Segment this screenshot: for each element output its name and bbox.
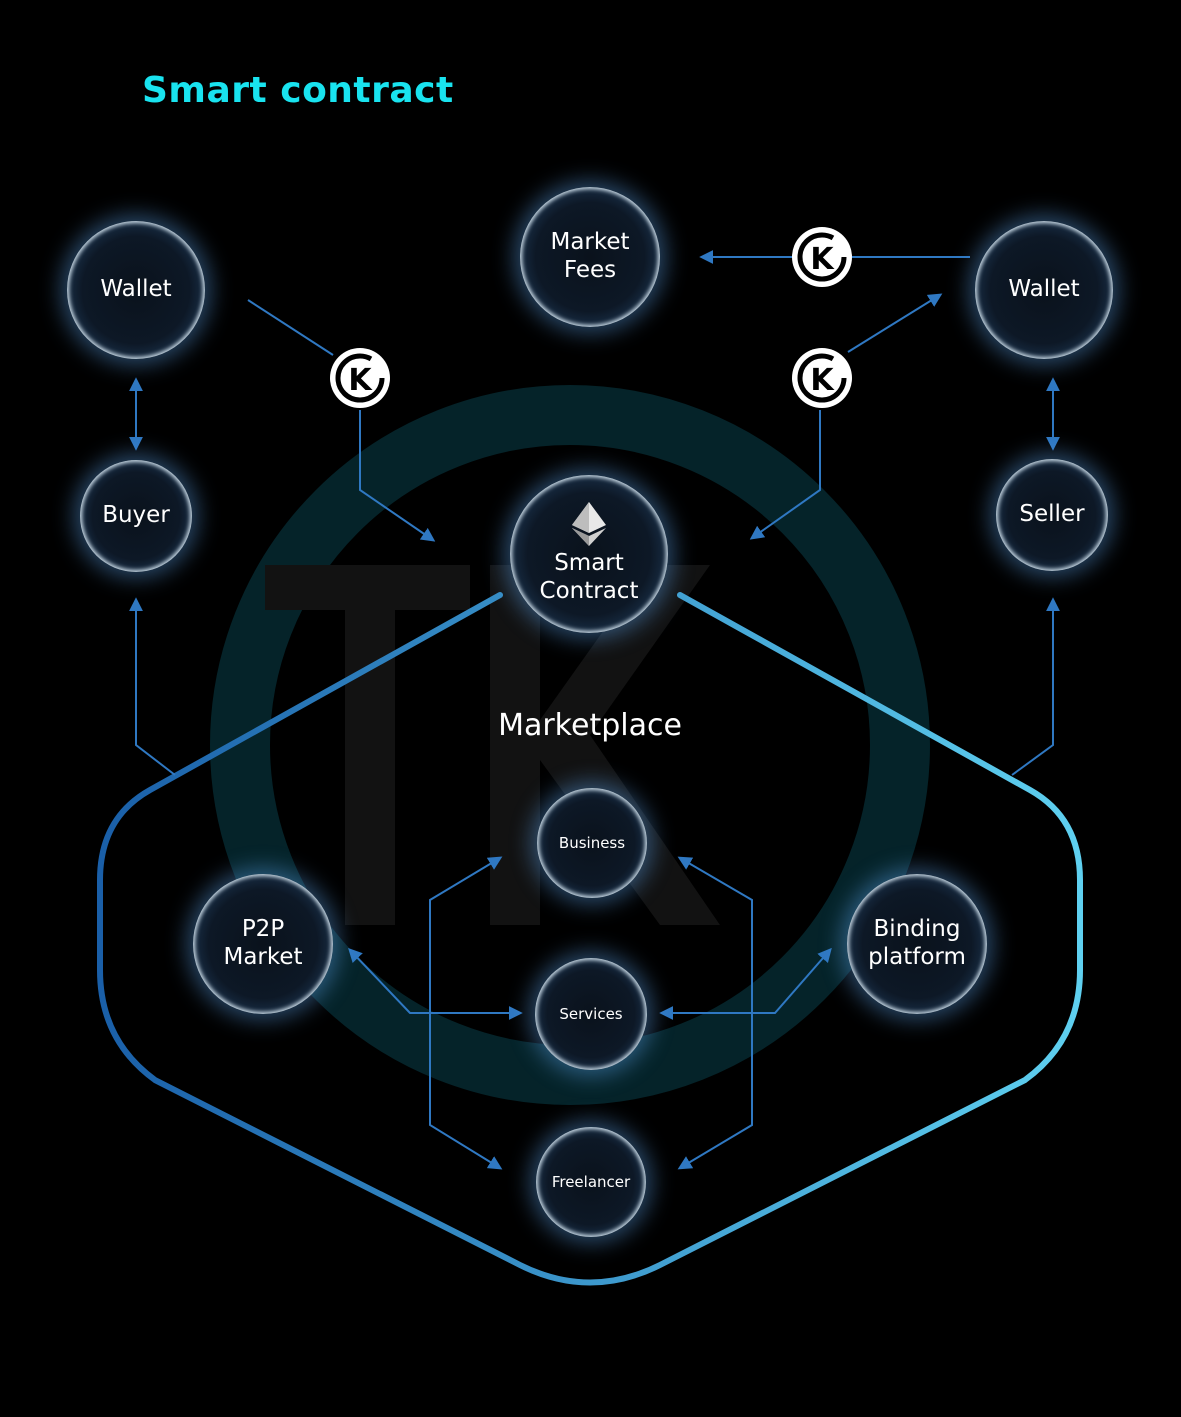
seller-node[interactable]: Seller bbox=[996, 459, 1108, 571]
node-label: Wallet bbox=[100, 276, 172, 303]
marketplace-label: Marketplace bbox=[498, 708, 682, 743]
node-label: Seller bbox=[1019, 501, 1085, 528]
smart-contract-node[interactable]: Smart Contract bbox=[510, 475, 668, 633]
marketplace-buyer-arrow bbox=[129, 597, 176, 776]
token-wallet-right-arrow bbox=[847, 293, 943, 353]
node-label: Buyer bbox=[102, 502, 170, 529]
token-smartcontract-left-arrow bbox=[359, 410, 436, 542]
binding-platform-node[interactable]: Binding platform bbox=[847, 874, 987, 1014]
token-k-icon: K bbox=[792, 348, 852, 408]
node-label: Smart Contract bbox=[539, 550, 639, 604]
node-label: Services bbox=[559, 1005, 623, 1023]
svg-text:K: K bbox=[810, 363, 835, 398]
p2p-market-node[interactable]: P2P Market bbox=[193, 874, 333, 1014]
node-label: Wallet bbox=[1008, 276, 1080, 303]
node-label: Market Fees bbox=[550, 229, 630, 283]
marketplace-seller-arrow bbox=[1011, 597, 1060, 776]
background-logo-watermark bbox=[210, 385, 930, 1105]
wallet-left-token-line bbox=[247, 299, 334, 356]
freelancer-node[interactable]: Freelancer bbox=[536, 1127, 646, 1237]
market-fees-node[interactable]: Market Fees bbox=[520, 187, 660, 327]
page-title: Smart contract bbox=[142, 70, 454, 111]
node-label: P2P Market bbox=[223, 916, 303, 970]
node-label: Freelancer bbox=[551, 1173, 631, 1191]
smartcontract-token-right-line bbox=[749, 410, 821, 540]
token-k-icon: K bbox=[330, 348, 390, 408]
wallet-left-node[interactable]: Wallet bbox=[67, 221, 205, 359]
p2p-services-arrow bbox=[348, 947, 523, 1020]
node-label: Binding platform bbox=[868, 916, 966, 970]
token-k-icon: K bbox=[792, 227, 852, 287]
business-node[interactable]: Business bbox=[537, 788, 647, 898]
ethereum-icon bbox=[572, 502, 606, 547]
marketplace-hexagon bbox=[97, 592, 1083, 1286]
wallet-right-node[interactable]: Wallet bbox=[975, 221, 1113, 359]
buyer-node[interactable]: Buyer bbox=[80, 460, 192, 572]
binding-services-arrow bbox=[659, 947, 832, 1020]
services-node[interactable]: Services bbox=[535, 958, 647, 1070]
svg-text:K: K bbox=[348, 363, 373, 398]
node-label: Business bbox=[558, 834, 626, 852]
svg-text:K: K bbox=[810, 242, 835, 277]
